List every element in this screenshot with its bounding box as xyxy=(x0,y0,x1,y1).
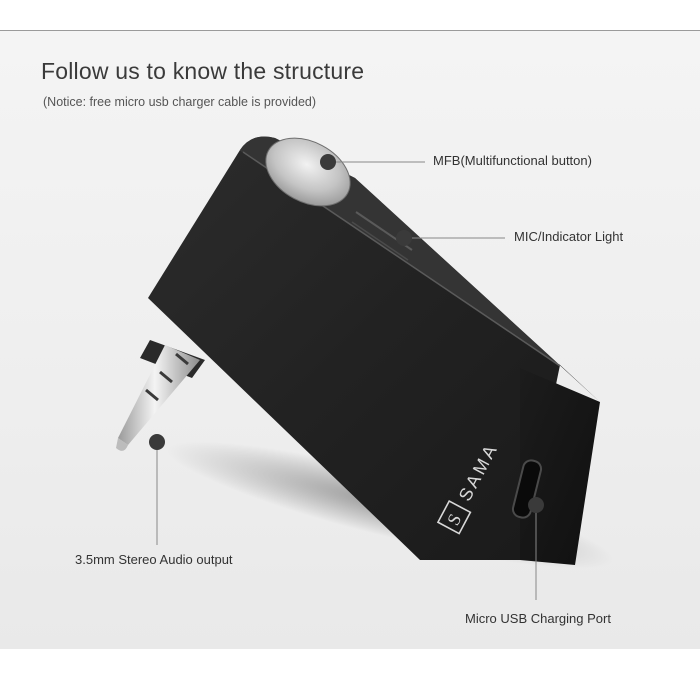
callout-audio-output: 3.5mm Stereo Audio output xyxy=(75,552,233,567)
callout-usb-port: Micro USB Charging Port xyxy=(465,611,611,626)
mic-callout-dot xyxy=(396,230,412,246)
callout-mfb: MFB(Multifunctional button) xyxy=(433,153,592,168)
audio-callout-dot xyxy=(149,434,165,450)
usb-callout-dot xyxy=(528,497,544,513)
device-end-face xyxy=(520,368,600,565)
audio-jack-icon xyxy=(116,340,205,451)
page-title: Follow us to know the structure xyxy=(41,58,365,84)
mfb-callout-dot xyxy=(320,154,336,170)
device-side-face xyxy=(148,150,560,560)
callout-lines xyxy=(156,161,537,600)
callout-mic: MIC/Indicator Light xyxy=(514,229,624,244)
notice-text: (Notice: free micro usb charger cable is… xyxy=(43,95,317,109)
micro-usb-port-icon xyxy=(511,459,543,519)
